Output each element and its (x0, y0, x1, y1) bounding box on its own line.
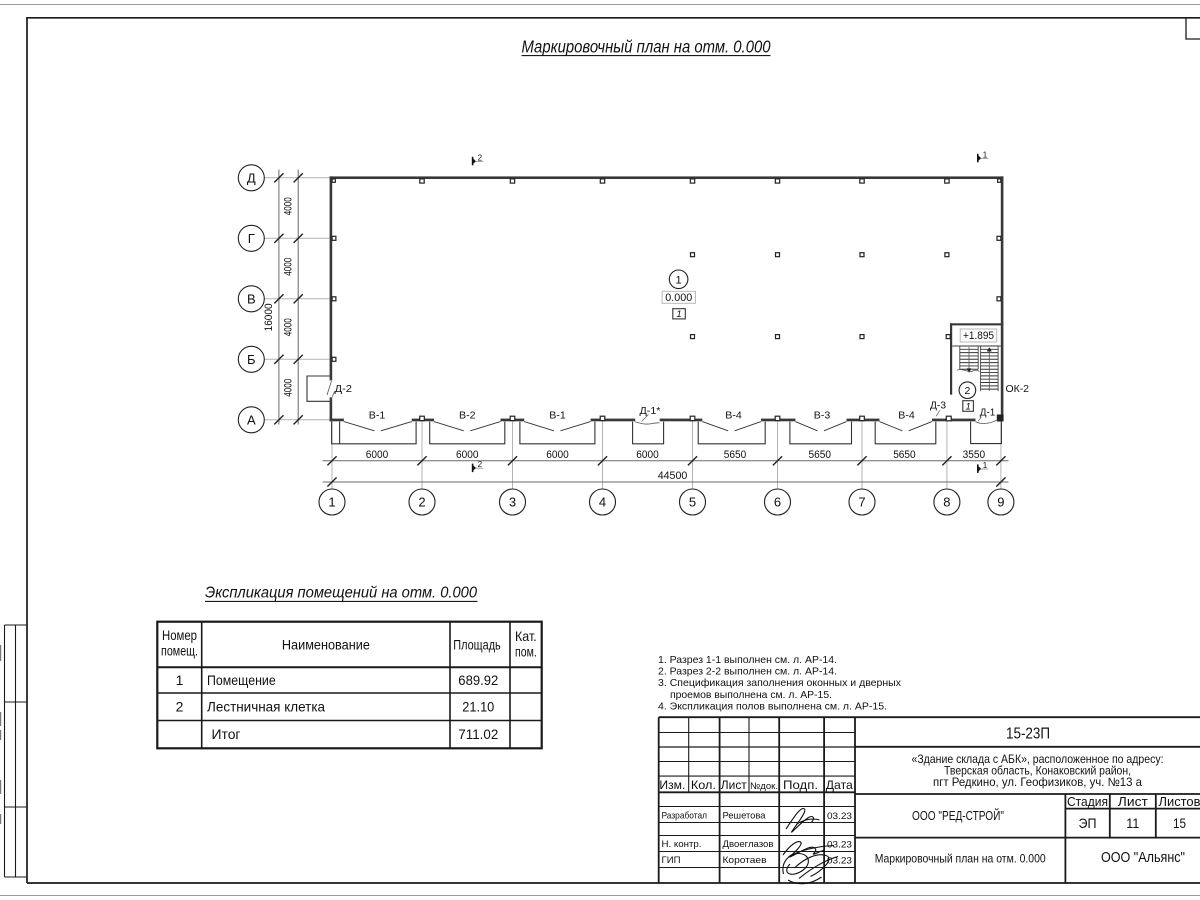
svg-text:Итог: Итог (212, 726, 241, 742)
svg-text:16000: 16000 (263, 303, 275, 331)
svg-text:711.02: 711.02 (458, 726, 498, 742)
svg-text:4000: 4000 (283, 258, 295, 276)
svg-text:Д: Д (247, 170, 256, 185)
svg-text:Коротаев: Коротаев (723, 855, 767, 865)
svg-text:689.92: 689.92 (458, 672, 498, 688)
svg-text:2: 2 (478, 460, 483, 469)
svg-text:44500: 44500 (658, 470, 688, 482)
svg-text:2: 2 (478, 153, 483, 162)
svg-text:6000: 6000 (456, 449, 479, 461)
svg-text:пгт Редкино, ул. Геофизиков, у: пгт Редкино, ул. Геофизиков, уч. №13 а (933, 775, 1142, 789)
svg-text:03.23: 03.23 (827, 811, 852, 821)
svg-text:1. Разрез 1-1 выполнен см. л.: 1. Разрез 1-1 выполнен см. л. АР-14. (658, 655, 837, 666)
svg-text:1: 1 (965, 401, 970, 412)
svg-text:В-4: В-4 (725, 410, 742, 422)
svg-text:6: 6 (774, 495, 781, 510)
svg-text:Б: Б (247, 352, 256, 367)
svg-text:1: 1 (983, 461, 988, 470)
svg-text:4: 4 (599, 495, 606, 510)
svg-text:В-1: В-1 (369, 410, 386, 422)
svg-text:6000: 6000 (366, 449, 389, 461)
svg-text:1: 1 (176, 672, 184, 688)
svg-text:«Здание склада с АБК», располо: «Здание склада с АБК», расположенное по … (912, 752, 1164, 766)
svg-text:помещ.: помещ. (161, 643, 198, 659)
svg-text:7: 7 (858, 495, 865, 510)
svg-text:ГИП: ГИП (662, 855, 681, 865)
svg-text:ООО "РЕД-СТРОЙ": ООО "РЕД-СТРОЙ" (912, 808, 1004, 823)
svg-text:4000: 4000 (283, 379, 295, 397)
svg-text:1: 1 (676, 309, 681, 320)
svg-text:+1.895: +1.895 (963, 330, 994, 342)
svg-text:5650: 5650 (809, 449, 832, 461)
svg-text:6000: 6000 (546, 449, 569, 461)
svg-text:8: 8 (943, 495, 950, 510)
svg-text:Лестничная клетка: Лестничная клетка (207, 698, 325, 714)
svg-text:В-3: В-3 (814, 410, 831, 422)
svg-text:проемов выполнена см. л. АР-15: проемов выполнена см. л. АР-15. (670, 690, 832, 701)
svg-text:Кат.: Кат. (515, 628, 537, 644)
svg-text:Г: Г (248, 231, 255, 246)
svg-text:15: 15 (1173, 815, 1186, 831)
svg-text:Д-3: Д-3 (930, 400, 946, 412)
svg-text:2: 2 (176, 698, 184, 714)
svg-text:5: 5 (689, 495, 696, 510)
svg-text:1: 1 (676, 274, 682, 286)
svg-text:Изм.: Изм. (659, 778, 685, 792)
svg-text:5650: 5650 (893, 449, 916, 461)
svg-text:Листов: Листов (1159, 795, 1200, 809)
svg-text:Д-1*: Д-1* (640, 405, 661, 417)
svg-text:3. Спецификация заполнения око: 3. Спецификация заполнения оконных и две… (658, 677, 901, 689)
svg-text:В-4: В-4 (898, 410, 915, 422)
svg-text:3550: 3550 (963, 449, 986, 461)
svg-text:4000: 4000 (283, 197, 295, 215)
svg-text:Площадь: Площадь (453, 636, 501, 652)
svg-text:Лист: Лист (721, 778, 747, 792)
svg-text:6000: 6000 (636, 449, 659, 461)
svg-text:В-2: В-2 (459, 410, 476, 422)
svg-text:4000: 4000 (283, 318, 295, 336)
svg-text:Наименование: Наименование (282, 636, 370, 652)
svg-text:Дата: Дата (826, 778, 853, 792)
svg-text:Подп.: Подп. (783, 778, 818, 792)
svg-text:5650: 5650 (724, 449, 747, 461)
svg-text:1: 1 (328, 495, 335, 510)
svg-text:21.10: 21.10 (462, 698, 494, 714)
svg-text:ООО "Альянс": ООО "Альянс" (1101, 849, 1185, 866)
svg-text:ЭП: ЭП (1079, 815, 1097, 831)
svg-text:В-1: В-1 (549, 410, 566, 422)
svg-text:Помещение: Помещение (207, 672, 276, 688)
svg-text:4. Экспликация полов выполнена: 4. Экспликация полов выполнена см. л. АР… (658, 701, 887, 712)
svg-text:11: 11 (1126, 815, 1139, 831)
svg-text:2: 2 (964, 385, 970, 397)
svg-text:0.000: 0.000 (665, 292, 692, 304)
svg-text:Тверская область, Конаковский: Тверская область, Конаковский район, (944, 763, 1131, 777)
svg-text:Разработал: Разработал (662, 810, 708, 820)
svg-text:1: 1 (983, 150, 988, 159)
svg-text:Решетова: Решетова (723, 810, 767, 820)
svg-text:В: В (247, 291, 256, 306)
svg-text:3: 3 (509, 495, 516, 510)
svg-text:Номер: Номер (162, 627, 197, 643)
svg-text:А: А (247, 412, 256, 427)
svg-text:9: 9 (997, 495, 1004, 510)
svg-text:Экспликация помещений на отм.: Экспликация помещений на отм. 0.000 (205, 585, 477, 602)
svg-text:Н. контр.: Н. контр. (662, 839, 702, 849)
svg-text:№док.: №док. (750, 781, 778, 792)
svg-text:Двоеглазов: Двоеглазов (723, 839, 774, 849)
svg-text:2: 2 (418, 495, 425, 510)
svg-text:03.23: 03.23 (827, 839, 852, 849)
svg-text:пом.: пом. (515, 644, 537, 660)
svg-text:ОК-2: ОК-2 (1006, 383, 1030, 395)
svg-text:Кол.: Кол. (691, 778, 716, 792)
svg-text:Стадия: Стадия (1067, 795, 1108, 809)
svg-text:Маркировочный план на отм. 0.0: Маркировочный план на отм. 0.000 (875, 851, 1046, 865)
svg-text:Маркировочный план на отм. 0.0: Маркировочный план на отм. 0.000 (522, 37, 771, 57)
svg-text:Лист: Лист (1118, 795, 1148, 809)
svg-text:2. Разрез 2-2 выполнен см. л.: 2. Разрез 2-2 выполнен см. л. АР-14. (658, 667, 837, 678)
svg-text:Д-2: Д-2 (335, 383, 353, 395)
svg-text:03.23: 03.23 (827, 855, 852, 865)
svg-text:15-23П: 15-23П (1006, 726, 1050, 743)
svg-text:Д-1: Д-1 (980, 407, 996, 419)
